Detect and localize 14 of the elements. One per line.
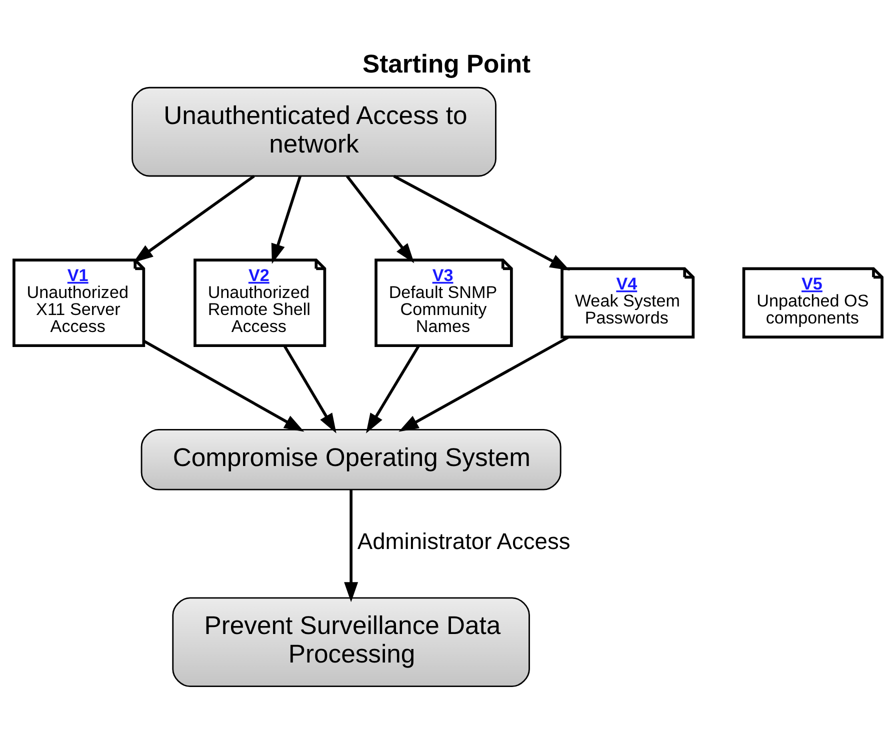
node-box: Compromise Operating System [140,429,562,490]
arrow [393,174,570,270]
edge-label: Administrator Access [357,528,570,554]
arrow [366,345,420,434]
node-box: Prevent Surveillance Data Processing [172,597,530,688]
node-box: Unauthenticated Access to network [132,86,496,177]
diagram-title: Starting Point [362,50,531,79]
arrow [283,345,336,434]
arrow [398,336,569,432]
arrow [344,490,358,602]
arrow [346,175,414,264]
arrow [143,340,304,432]
arrow [271,176,302,264]
arrow [133,174,255,263]
